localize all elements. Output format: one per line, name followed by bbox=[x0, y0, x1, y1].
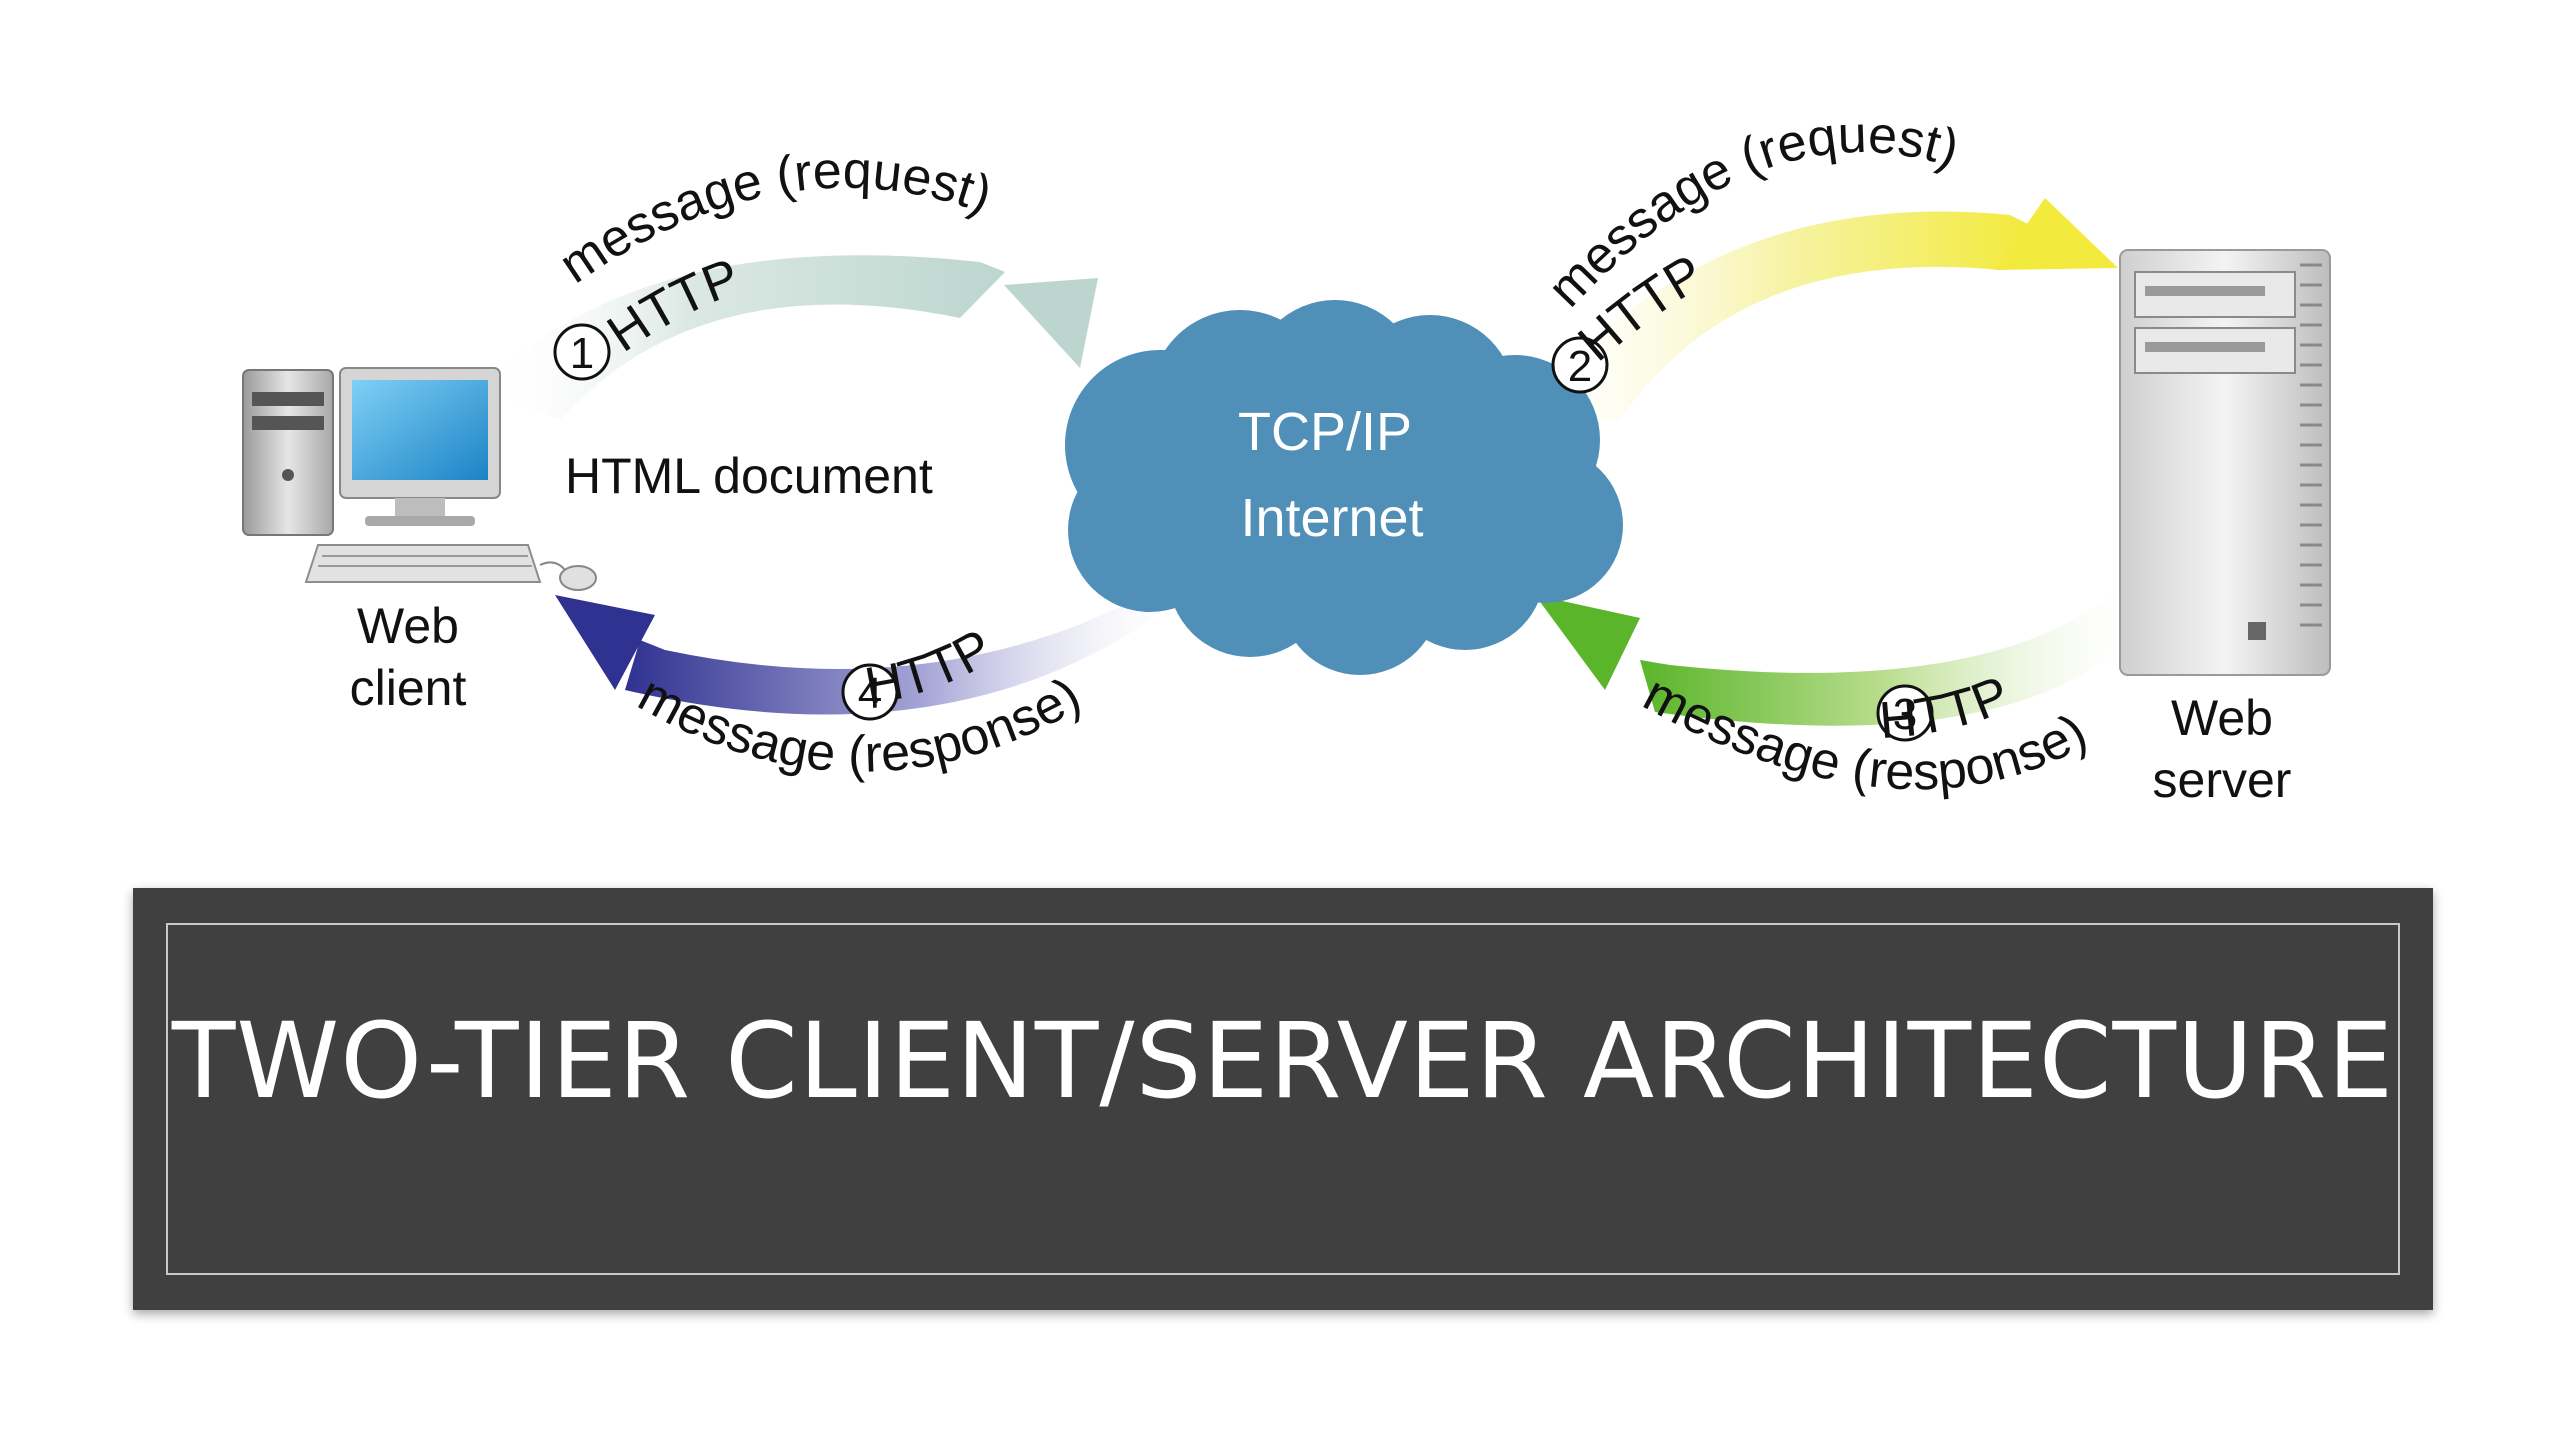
web-client-computer-icon bbox=[242, 367, 597, 591]
web-server-label-line2: server bbox=[2153, 752, 2292, 808]
step-3-badge: 3 bbox=[1876, 684, 1934, 742]
flow-4-protocol-label: HTTP bbox=[861, 618, 1002, 715]
internet-cloud: TCP/IP Internet bbox=[1065, 300, 1623, 675]
web-server-label-line1: Web bbox=[2171, 690, 2273, 746]
slide-title: TWO-TIER CLIENT/SERVER ARCHITECTURE bbox=[171, 1000, 2395, 1122]
web-server-icon bbox=[2119, 249, 2331, 676]
step-1-badge: 1 bbox=[553, 323, 611, 381]
step-2-badge: 2 bbox=[1551, 336, 1609, 394]
step-3-number: 3 bbox=[1893, 690, 1917, 739]
step-1-number: 1 bbox=[570, 329, 594, 378]
title-frame bbox=[166, 923, 2400, 1275]
arrow-4-response bbox=[555, 580, 1170, 715]
architecture-diagram: TCP/IP Internet Web client bbox=[242, 106, 2331, 808]
web-client-label-line1: Web bbox=[357, 598, 459, 654]
cloud-label-line1: TCP/IP bbox=[1238, 402, 1412, 462]
step-4-badge: 4 bbox=[841, 663, 899, 721]
title-box: TWO-TIER CLIENT/SERVER ARCHITECTURE bbox=[133, 888, 2433, 1310]
arrow-2-request bbox=[1530, 198, 2118, 420]
web-client-label-line2: client bbox=[350, 660, 467, 716]
arrow-3-response bbox=[1535, 580, 2130, 726]
step-2-number: 2 bbox=[1568, 342, 1592, 391]
step-4-number: 4 bbox=[858, 669, 882, 718]
arrow-1-request bbox=[480, 255, 1098, 420]
html-document-label: HTML document bbox=[565, 448, 933, 504]
cloud-label-line2: Internet bbox=[1240, 488, 1423, 548]
